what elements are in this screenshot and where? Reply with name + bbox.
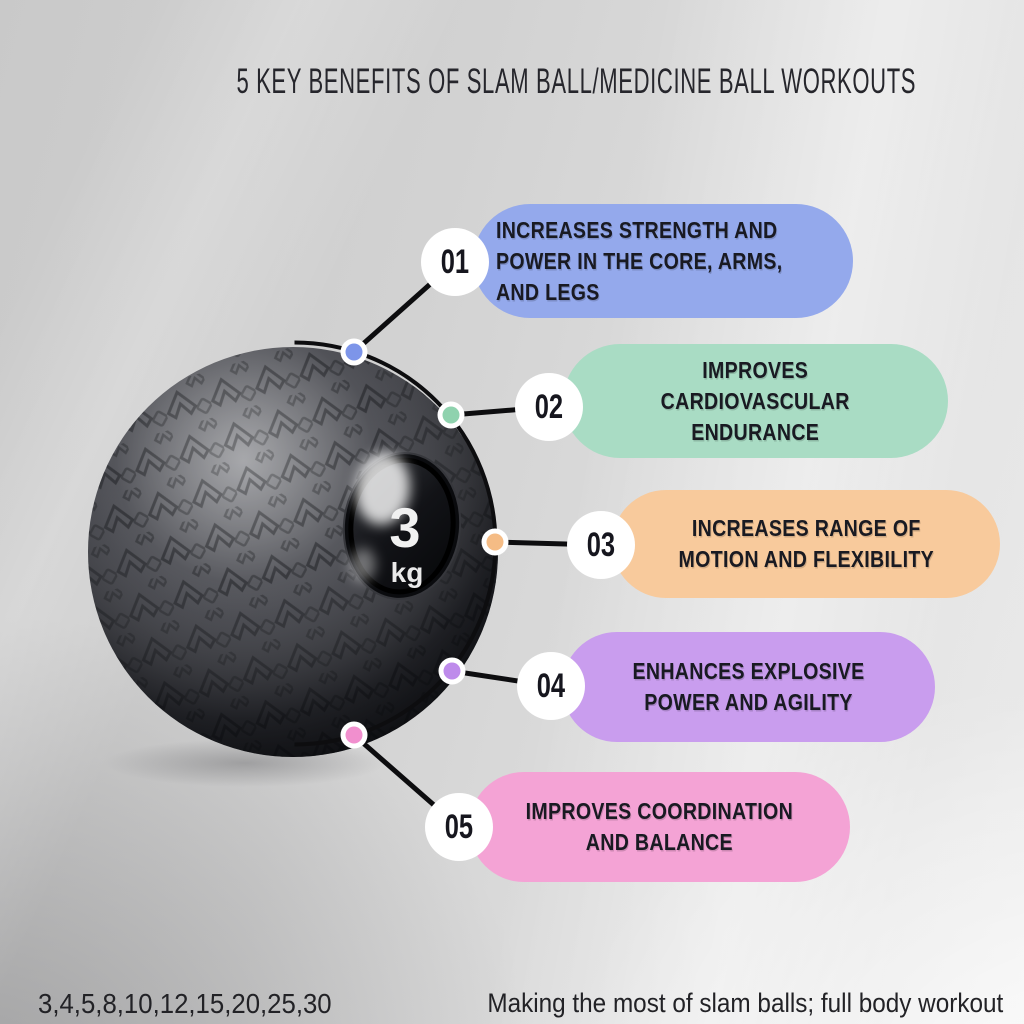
- benefit-pill-1: INCREASES STRENGTH AND POWER IN THE CORE…: [473, 204, 853, 318]
- benefit-text-3: INCREASES RANGE OF MOTION AND FLEXIBILIT…: [678, 513, 933, 575]
- benefit-number-circle-3: 03: [567, 511, 635, 579]
- benefit-number-4: 04: [536, 666, 566, 705]
- benefit-dot-4: [443, 662, 461, 680]
- benefit-number-circle-1: 01: [421, 228, 489, 296]
- benefit-text-3-line-1: INCREASES RANGE OF: [691, 515, 921, 541]
- benefit-text-2: IMPROVES CARDIOVASCULAR ENDURANCE: [661, 355, 850, 448]
- benefit-text-1-line-3: AND LEGS: [495, 278, 600, 305]
- benefit-pill-5: IMPROVES COORDINATION AND BALANCE: [469, 772, 850, 882]
- ball-weight-unit: kg: [391, 557, 424, 588]
- benefit-pill-3: INCREASES RANGE OF MOTION AND FLEXIBILIT…: [612, 490, 1000, 598]
- benefit-number-1: 01: [440, 242, 470, 281]
- benefit-text-2-line-3: ENDURANCE: [691, 418, 820, 445]
- benefit-text-1: INCREASES STRENGTH AND POWER IN THE CORE…: [473, 215, 783, 308]
- benefit-text-5-line-1: IMPROVES COORDINATION: [525, 798, 794, 824]
- benefit-pill-4: ENHANCES EXPLOSIVE POWER AND AGILITY: [562, 632, 935, 742]
- benefit-text-5-line-2: AND BALANCE: [585, 829, 734, 855]
- benefit-text-3-line-2: MOTION AND FLEXIBILITY: [678, 546, 934, 572]
- ball-weight-label: [342, 452, 462, 600]
- benefit-text-1-line-2: POWER IN THE CORE, ARMS,: [495, 247, 783, 274]
- benefit-number-5: 05: [444, 807, 474, 846]
- benefit-text-4-line-2: POWER AND AGILITY: [644, 689, 853, 715]
- benefit-dot-5: [345, 726, 363, 744]
- benefit-dot-2: [442, 406, 460, 424]
- benefit-pill-2: IMPROVES CARDIOVASCULAR ENDURANCE: [563, 344, 948, 458]
- benefit-text-4-line-1: ENHANCES EXPLOSIVE: [632, 658, 865, 684]
- benefit-text-4: ENHANCES EXPLOSIVE POWER AND AGILITY: [632, 656, 864, 718]
- ball-weight-value: 3: [389, 496, 420, 559]
- footer-weights: 3,4,5,8,10,12,15,20,25,30: [38, 988, 332, 1019]
- benefit-text-5: IMPROVES COORDINATION AND BALANCE: [526, 796, 793, 858]
- page-title: 5 KEY BENEFITS OF SLAM BALL/MEDICINE BAL…: [236, 62, 917, 101]
- footer-caption: Making the most of slam balls; full body…: [487, 988, 1003, 1018]
- benefit-dots: [340, 338, 509, 749]
- benefit-number-3: 03: [586, 525, 616, 564]
- benefit-number-circle-4: 04: [517, 652, 585, 720]
- benefit-text-2-line-1: IMPROVES: [702, 356, 809, 383]
- benefit-dot-3: [486, 533, 504, 551]
- benefit-number-circle-5: 05: [425, 793, 493, 861]
- slam-ball-image: 3 kg: [88, 347, 498, 757]
- benefit-dot-1: [345, 343, 363, 361]
- benefit-number-2: 02: [534, 387, 564, 426]
- benefit-text-2-line-2: CARDIOVASCULAR: [660, 387, 851, 414]
- benefit-number-circle-2: 02: [515, 373, 583, 441]
- benefit-text-1-line-1: INCREASES STRENGTH AND: [495, 216, 778, 243]
